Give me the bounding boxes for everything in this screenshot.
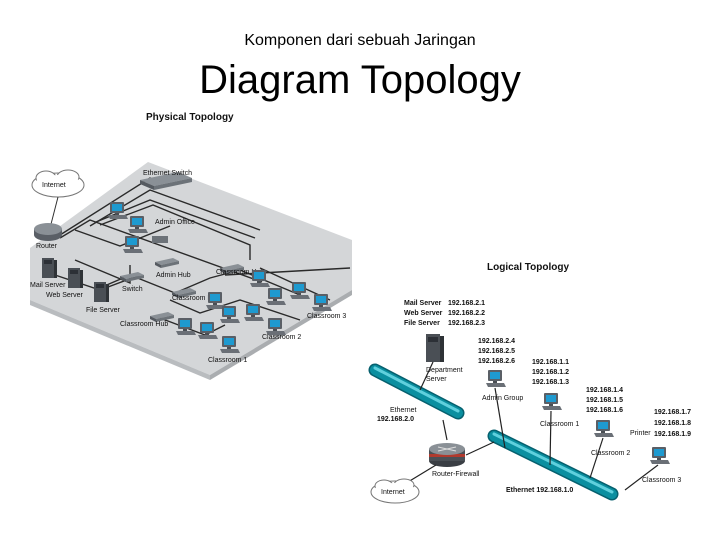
server-ip: 192.168.2.2: [448, 310, 485, 317]
slide-title: Diagram Topology: [199, 58, 521, 102]
ethernet-cable-b: [487, 429, 619, 501]
internet-label: Internet: [381, 489, 405, 496]
ethernet-switch-label: Ethernet Switch: [143, 170, 192, 177]
classroom-hub-label: Classroom Hub: [172, 295, 220, 302]
printer-ip: 192.168.1.9: [654, 431, 691, 438]
web-server-icon: [68, 268, 83, 288]
admin-group-ip: 192.168.1.3: [532, 379, 569, 386]
physical-topology-heading: Physical Topology: [146, 112, 234, 123]
ethernet-switch-icon: [140, 172, 192, 190]
classroom1-ip: 192.168.1.6: [586, 407, 623, 414]
classroom1-ip: 192.168.1.4: [586, 387, 623, 394]
classroom2-pc-icon: [594, 420, 614, 437]
department-server-icon: [426, 334, 444, 362]
admin-group-pc-icon: [486, 370, 506, 387]
file-server-icon: [94, 282, 109, 302]
classroom1-pc-icon: [542, 393, 562, 410]
admin-hub-label: Admin Hub: [156, 272, 191, 279]
classroom1-label: Classroom 1: [540, 421, 579, 428]
classroom1-ip: 192.168.1.5: [586, 397, 623, 404]
router-label: Router: [36, 243, 58, 250]
ethernet-a-ip: 192.168.2.0: [377, 416, 414, 423]
classroom-hub-label: Classroom Hub: [120, 321, 168, 328]
slide-subtitle: Komponen dari sebuah Jaringan: [244, 32, 476, 49]
internet-label: Internet: [42, 182, 66, 189]
router-icon: [34, 223, 62, 241]
web-server-label: Web Server: [46, 292, 83, 299]
admin-group-label: Admin Group: [482, 395, 523, 402]
classroom-hub-label: Classroom Hub: [216, 269, 264, 276]
department-server-label: Server: [426, 376, 447, 383]
server-name: File Server: [404, 320, 440, 327]
ethernet-b-label: Ethernet 192.168.1.0: [506, 487, 573, 494]
printer-label: Printer: [630, 430, 651, 437]
admin-group-ip: 192.168.1.1: [532, 359, 569, 366]
classroom2-label: Classroom 2: [591, 450, 630, 457]
server-ip: 192.168.2.3: [448, 320, 485, 327]
classroom3-label: Classroom 3: [642, 477, 681, 484]
file-server-label: File Server: [86, 307, 121, 314]
ethernet-cable-a: [368, 363, 465, 420]
internet-cloud-icon: [370, 478, 420, 504]
classroom3-label: Classroom 3: [307, 313, 346, 320]
router-firewall-label: Router-Firewall: [432, 471, 480, 478]
printer-ip: 192.168.1.7: [654, 409, 691, 416]
classroom3-pc-icon: [650, 447, 670, 464]
server-name: Web Server: [404, 310, 443, 317]
classroom2-label: Classroom 2: [262, 334, 301, 341]
router-firewall-icon: [429, 443, 465, 467]
server-ip: 192.168.2.1: [448, 300, 485, 307]
department-ip: 192.168.2.5: [478, 348, 515, 355]
classroom1-label: Classroom 1: [208, 357, 247, 364]
switch-label: Switch: [122, 286, 143, 293]
printer-icon: [152, 236, 168, 243]
admin-group-ip: 192.168.1.2: [532, 369, 569, 376]
logical-topology-heading: Logical Topology: [487, 262, 569, 273]
admin-office-label: Admin Office: [155, 219, 195, 226]
department-ip: 192.168.2.4: [478, 338, 515, 345]
department-server-label: Department: [426, 367, 463, 374]
server-name: Mail Server: [404, 300, 442, 307]
mail-server-label: Mail Server: [30, 282, 66, 289]
ethernet-a-label: Ethernet: [390, 407, 417, 414]
printer-ip: 192.168.1.8: [654, 420, 691, 427]
mail-server-icon: [42, 258, 57, 278]
department-ip: 192.168.2.6: [478, 358, 515, 365]
